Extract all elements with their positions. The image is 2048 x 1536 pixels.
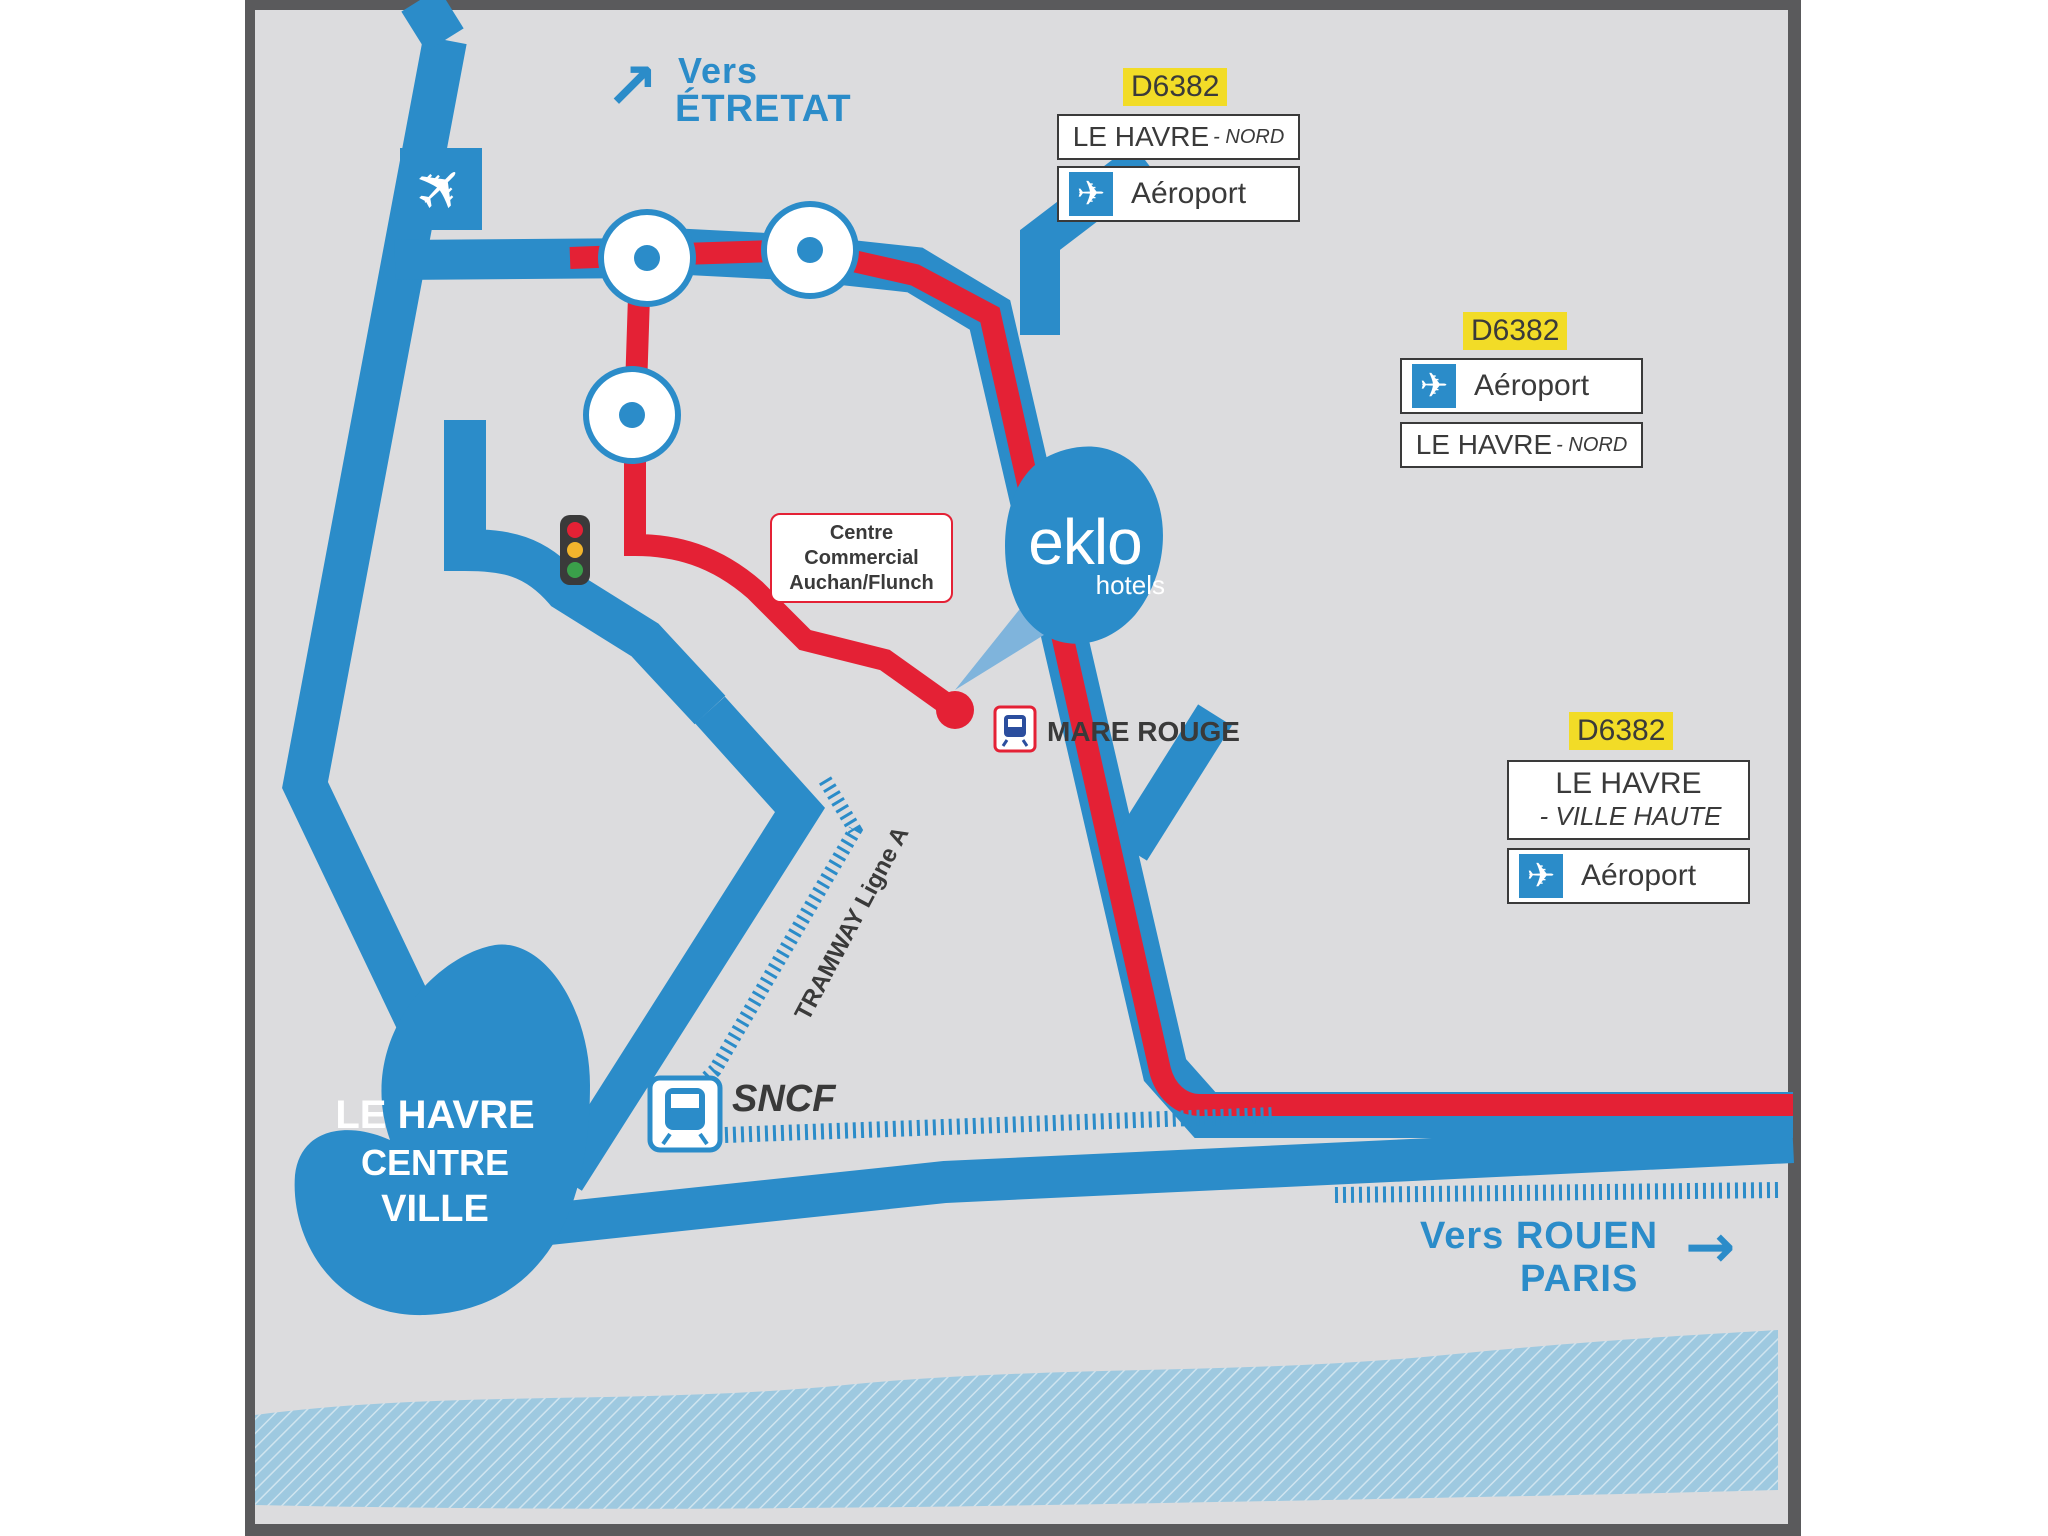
sign-middle-dest2-sub: - NORD <box>1556 433 1628 456</box>
hotel-marker <box>936 691 974 729</box>
station-label: SNCF <box>732 1078 836 1120</box>
sign-lower-plane-icon: ✈ <box>1519 854 1563 898</box>
sign-middle-dest2-main: LE HAVRE <box>1415 429 1553 460</box>
rouen-line1: Vers ROUEN <box>1420 1215 1659 1257</box>
city-line1: LE HAVRE <box>335 1093 535 1137</box>
mall-line2: Commercial <box>804 547 919 569</box>
roundabout-3 <box>583 366 681 464</box>
road-route-base <box>444 420 726 725</box>
road-main-east <box>442 1121 1794 1256</box>
sign-lower-dest1: LE HAVRE - VILLE HAUTE <box>1507 760 1750 840</box>
mall-label: Centre Commercial Auchan/Flunch <box>770 513 953 603</box>
etretat-line1: Vers <box>678 50 759 91</box>
sign-top-code: D6382 <box>1123 68 1228 106</box>
sign-top-plane-icon: ✈ <box>1069 172 1113 216</box>
tram-stop-icon <box>993 705 1037 753</box>
hotel-brand: eklo <box>1028 506 1142 578</box>
arrow-up-right-icon: ↗ <box>605 50 659 124</box>
hotel-sub: hotels <box>1095 570 1165 600</box>
sign-top-dest1-sub: - NORD <box>1213 125 1285 148</box>
sign-lower-code: D6382 <box>1569 712 1674 750</box>
sign-middle-plane-icon: ✈ <box>1412 364 1456 408</box>
tram-stop-label: MARE ROUGE <box>1047 716 1240 747</box>
hotel-pin-body <box>1005 446 1163 644</box>
sign-top-dest2: ✈ Aéroport <box>1057 166 1300 222</box>
traffic-light-icon <box>560 515 590 585</box>
train-station-icon <box>647 1075 723 1153</box>
sea-area <box>255 1330 1778 1509</box>
etretat-line2: ÉTRETAT <box>675 88 852 130</box>
rail-track-1 <box>724 1107 1276 1143</box>
sign-lower-dest2: ✈ Aéroport <box>1507 848 1750 904</box>
rouen-line2: PARIS <box>1520 1258 1639 1300</box>
roundabout-2 <box>761 201 859 299</box>
rail-track-2 <box>1334 1182 1781 1203</box>
mall-line3: Auchan/Flunch <box>789 572 934 594</box>
city-line2: CENTRE <box>360 1142 509 1183</box>
arrow-right-icon: → <box>1685 1212 1736 1282</box>
road-e-branch <box>1113 704 1232 861</box>
mall-line1: Centre <box>829 522 894 544</box>
road-tram <box>548 696 826 1191</box>
route-down <box>624 264 962 719</box>
sign-middle-dest1-label: Aéroport <box>1474 369 1590 402</box>
sign-lower-dest2-label: Aéroport <box>1581 859 1697 892</box>
sign-lower-dest1-line1: LE HAVRE <box>1555 767 1702 800</box>
roundabout-1 <box>598 209 696 307</box>
sign-top-dest1: LE HAVRE - NORD <box>1057 114 1300 160</box>
airport-icon-left <box>400 148 482 230</box>
sign-middle-dest1: ✈ Aéroport <box>1400 358 1643 414</box>
city-line3: VILLE <box>381 1188 489 1230</box>
sign-middle-dest2: LE HAVRE - NORD <box>1400 422 1643 468</box>
sign-top-dest1-main: LE HAVRE <box>1072 121 1210 152</box>
city-center-blob <box>294 944 590 1316</box>
sign-middle-code: D6382 <box>1463 312 1568 350</box>
road-north-etretat <box>401 0 464 52</box>
sign-top-dest2-label: Aéroport <box>1131 177 1247 210</box>
sign-lower-dest1-line2: - VILLE HAUTE <box>1539 801 1722 831</box>
map-frame: ✈ ↗ Vers ÉTRETAT LE HAVRE CENTRE VILLE e… <box>245 0 1801 1536</box>
route-to-hotel <box>649 238 1793 1116</box>
road-west <box>282 35 480 1120</box>
